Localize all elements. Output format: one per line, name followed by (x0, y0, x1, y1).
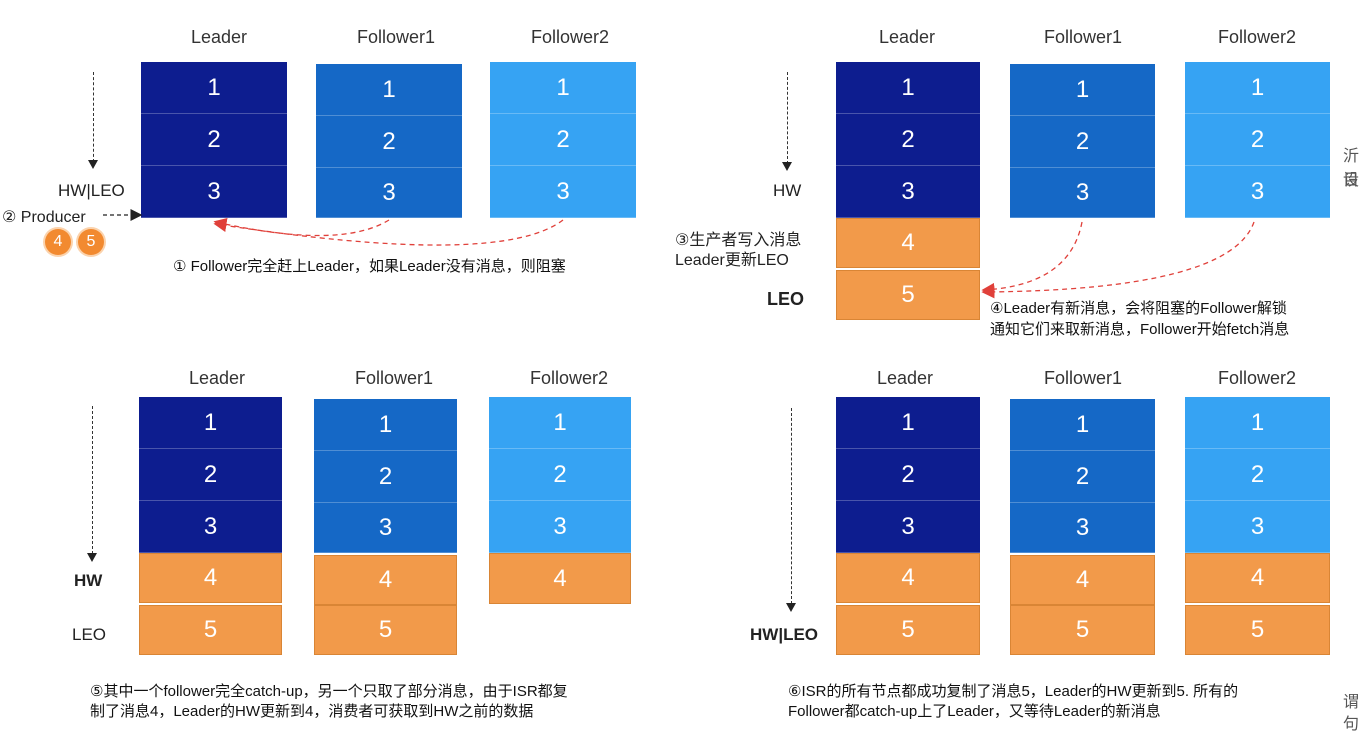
q3-leader-msg-4: 4 (139, 553, 282, 603)
q1-leader-msg-2: 2 (141, 114, 287, 166)
q2-leo-label: LEO (767, 289, 805, 309)
q1-leader-msg-3: 3 (141, 166, 287, 218)
q4-caption-2: Follower都catch-up上了Leader，又等待Leader的新消息 (788, 703, 1161, 720)
q4-follower2-msg-5: 5 (1185, 605, 1330, 655)
edge-text-top-1: 沂目 (1343, 148, 1360, 189)
q2-fetch-arrow-follower2 (981, 221, 1255, 299)
q4-follower2-msg-4: 4 (1185, 553, 1330, 603)
q2-producer-note-2: Leader更新LEO (675, 252, 789, 269)
q3-follower2-label: Follower2 (529, 368, 609, 388)
q3-leader-label: Leader (188, 368, 246, 388)
q3-follower2-msg-4: 4 (489, 553, 631, 604)
q2-follower1-label: Follower1 (1043, 27, 1123, 47)
q3-leader-msg-2: 2 (139, 449, 282, 501)
q1-producer-label: ② Producer (2, 209, 86, 226)
q4-follower1-msg-5: 5 (1010, 605, 1155, 655)
q2-leader-label: Leader (878, 27, 936, 47)
edge-text-bottom-1: 谓 (1343, 694, 1360, 711)
q4-follower2-msg-2: 2 (1185, 449, 1330, 501)
q1-badge-5: 5 (78, 229, 104, 255)
q4-leader-msg-3: 3 (836, 501, 980, 553)
q2-follower1-msg-3: 3 (1010, 168, 1155, 218)
q1-hw-leo-label: HW|LEO (58, 181, 125, 200)
q2-follower2-msg-2: 2 (1185, 114, 1330, 166)
q1-badge-4: 4 (45, 229, 71, 255)
q1-offset-arrow (93, 72, 94, 162)
q3-follower2-msg-1: 1 (489, 397, 631, 449)
q2-caption-1: ④Leader有新消息，会将阻塞的Follower解锁 (990, 300, 1287, 317)
q4-follower1-label: Follower1 (1043, 368, 1123, 388)
q3-hw-label: HW (74, 571, 103, 590)
q2-follower2-label: Follower2 (1217, 27, 1297, 47)
q2-follower1-msg-1: 1 (1010, 64, 1155, 116)
q1-follower1-msg-1: 1 (316, 64, 462, 116)
q4-follower1-msg-2: 2 (1010, 451, 1155, 503)
q4-leader-msg-2: 2 (836, 449, 980, 501)
q4-follower2-label: Follower2 (1217, 368, 1297, 388)
q3-leader-msg-1: 1 (139, 397, 282, 449)
q4-follower1-msg-1: 1 (1010, 399, 1155, 451)
q2-leader-msg-4: 4 (836, 218, 980, 268)
q3-follower1-msg-1: 1 (314, 399, 457, 451)
q1-follower1-msg-3: 3 (316, 168, 462, 218)
q2-follower2-msg-1: 1 (1185, 62, 1330, 114)
q4-leader-msg-1: 1 (836, 397, 980, 449)
q4-follower2-msg-3: 3 (1185, 501, 1330, 553)
q1-fetch-arrow-follower2 (213, 219, 564, 246)
q1-follower2-msg-3: 3 (490, 166, 636, 218)
q3-follower2-msg-2: 2 (489, 449, 631, 501)
q3-offset-arrow (92, 406, 93, 554)
q1-follower2-msg-2: 2 (490, 114, 636, 166)
q1-offset-arrow-head (88, 160, 98, 169)
q3-follower1-msg-2: 2 (314, 451, 457, 503)
q2-fetch-arrow-follower1 (981, 221, 1083, 296)
q2-leader-msg-5: 5 (836, 270, 980, 320)
q1-leader-msg-1: 1 (141, 62, 287, 114)
q2-offset-arrow (787, 72, 788, 164)
q4-follower2-msg-1: 1 (1185, 397, 1330, 449)
q3-leader-msg-3: 3 (139, 501, 282, 553)
q4-leader-label: Leader (876, 368, 934, 388)
q3-offset-arrow-head (87, 553, 97, 562)
q1-follower1-label: Follower1 (356, 27, 436, 47)
q4-follower1-msg-4: 4 (1010, 555, 1155, 605)
q1-follower1-msg-2: 2 (316, 116, 462, 168)
q4-hw-leo-label: HW|LEO (750, 625, 819, 644)
q3-follower1-msg-5: 5 (314, 605, 457, 655)
edge-text-top-2: 设 (1343, 172, 1360, 189)
q2-leader-msg-2: 2 (836, 114, 980, 166)
q3-follower1-label: Follower1 (354, 368, 434, 388)
q3-follower1-msg-4: 4 (314, 555, 457, 605)
q2-hw-label: HW (773, 181, 802, 200)
q2-producer-note-1: ③生产者写入消息 (675, 232, 802, 249)
q1-follower2-msg-1: 1 (490, 62, 636, 114)
q2-caption-2: 通知它们来取新消息，Follower开始fetch消息 (990, 321, 1290, 338)
q2-follower1-msg-2: 2 (1010, 116, 1155, 168)
q3-follower1-msg-3: 3 (314, 503, 457, 553)
q4-offset-arrow-head (786, 603, 796, 612)
q2-leader-msg-1: 1 (836, 62, 980, 114)
q3-follower2-msg-3: 3 (489, 501, 631, 553)
q1-leader-label: Leader (190, 27, 248, 47)
q4-leader-msg-5: 5 (836, 605, 980, 655)
q2-offset-arrow-head (782, 162, 792, 171)
q3-leader-msg-5: 5 (139, 605, 282, 655)
q1-follower2-label: Follower2 (530, 27, 610, 47)
q2-leader-msg-3: 3 (836, 166, 980, 218)
q1-caption: ① Follower完全赶上Leader，如果Leader没有消息，则阻塞 (173, 258, 566, 275)
q2-follower2-msg-3: 3 (1185, 166, 1330, 218)
q4-leader-msg-4: 4 (836, 553, 980, 603)
q3-leo-label: LEO (72, 625, 107, 644)
q4-offset-arrow (791, 408, 792, 604)
q4-follower1-msg-3: 3 (1010, 503, 1155, 553)
q3-caption-2: 制了消息4，Leader的HW更新到4，消费者可获取到HW之前的数据 (90, 703, 534, 720)
q4-caption-1: ⑥ISR的所有节点都成功复制了消息5，Leader的HW更新到5. 所有的 (788, 683, 1239, 700)
q3-caption-1: ⑤其中一个follower完全catch-up，另一个只取了部分消息，由于ISR… (90, 683, 568, 700)
